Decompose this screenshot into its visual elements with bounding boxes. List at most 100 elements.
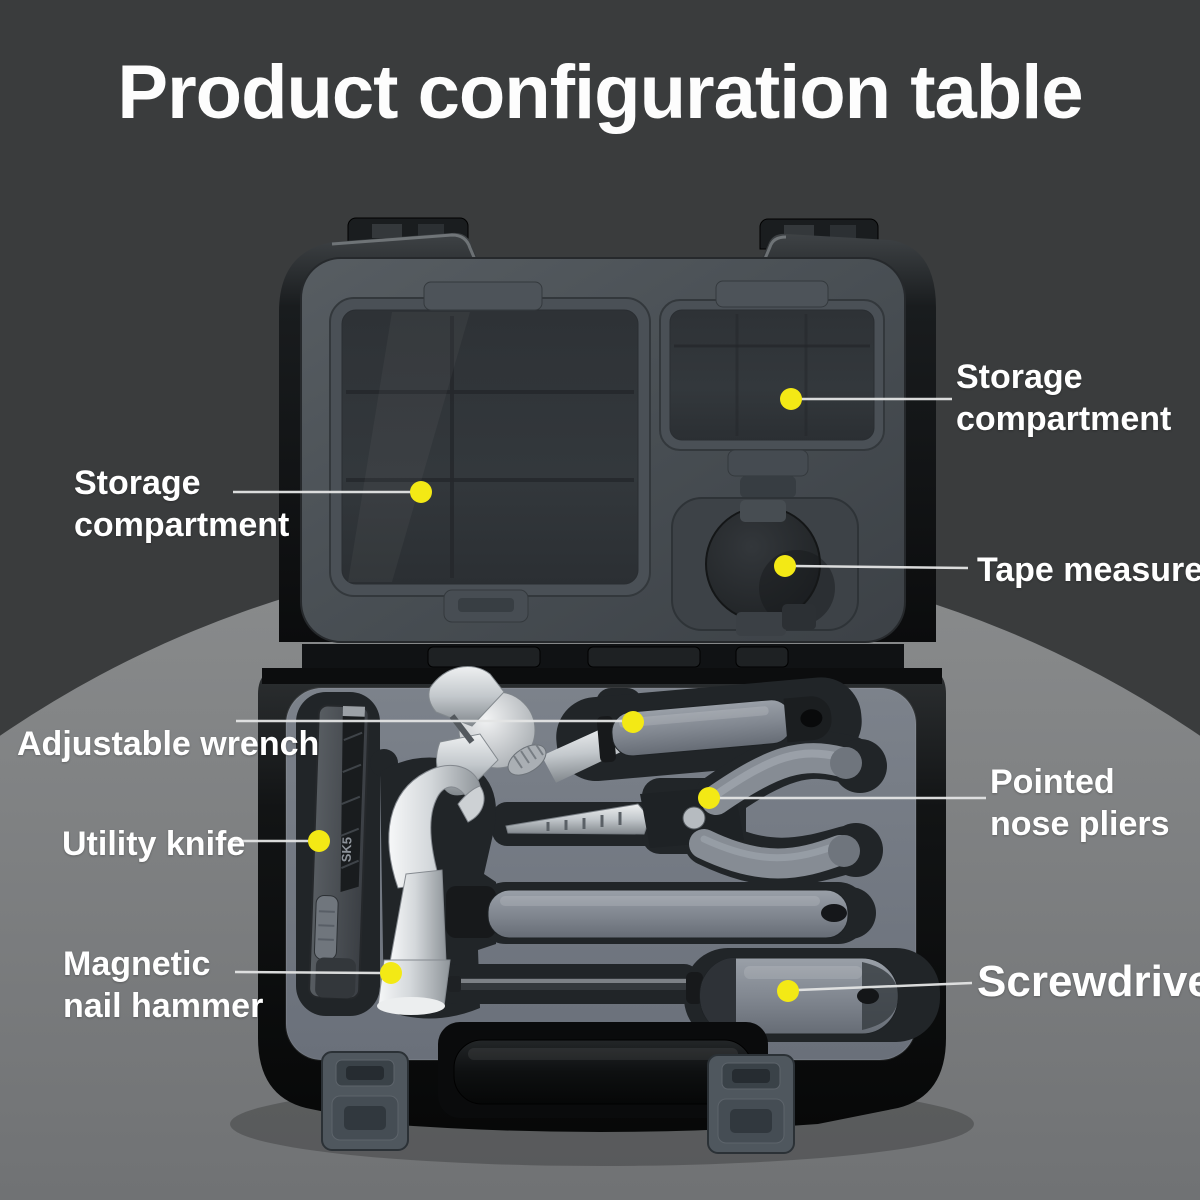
- grip-highlight: [744, 966, 862, 979]
- label-utility-knife: Utility knife: [62, 825, 246, 863]
- label-line: Pointed: [990, 763, 1115, 801]
- grip-highlight: [500, 896, 820, 906]
- label-line: nose pliers: [990, 805, 1170, 843]
- knife-blade-tip: [342, 706, 366, 717]
- callout-dot-screwdriver: [777, 980, 799, 1002]
- storage-compartment-small: [659, 280, 885, 498]
- screwdriver-collar: [686, 972, 703, 1004]
- utility-knife: SK5: [308, 704, 370, 1000]
- detail: [730, 1109, 772, 1133]
- detail: [317, 938, 334, 941]
- toolbox-lid: [279, 217, 936, 643]
- knife-blade-channel: [340, 712, 365, 893]
- detail: [318, 924, 335, 927]
- pliers-handle-lower: [689, 829, 855, 879]
- detail: [782, 604, 816, 630]
- hinge-knuckle: [735, 646, 789, 668]
- hinge-knuckle: [427, 646, 541, 668]
- callout-dot-tape-measure: [774, 555, 796, 577]
- detail: [830, 225, 856, 239]
- screwdriver-tip: [448, 976, 461, 992]
- label-line: compartment: [74, 506, 290, 544]
- hammer-hang-hole: [821, 904, 847, 922]
- label-line: nail hammer: [63, 987, 264, 1025]
- detail: [513, 742, 544, 769]
- detail: [318, 910, 335, 913]
- compartment-latch-top: [715, 280, 829, 308]
- callout-dot-magnetic-hammer: [380, 962, 402, 984]
- label-magnetic-nail-hammer: Magnetic nail hammer: [63, 943, 263, 1027]
- label-line: compartment: [956, 400, 1172, 438]
- knife-blade-marking: SK5: [339, 837, 355, 863]
- adjustable-wrench: [428, 666, 832, 796]
- grip-highlight: [700, 835, 842, 862]
- pliers-handle-tip: [828, 835, 860, 867]
- wrench-fixed-jaw: [428, 666, 505, 727]
- detail: [340, 859, 360, 869]
- detail: [340, 827, 360, 837]
- pliers-pivot: [682, 806, 706, 830]
- case-latch-left: [321, 1051, 409, 1151]
- callout-dot-utility-knife: [308, 830, 330, 852]
- tape-clip-bottom: [736, 612, 786, 636]
- detail: [458, 598, 514, 612]
- case-hinge: [302, 644, 904, 670]
- label-tape-measure: Tape measure: [977, 551, 1200, 589]
- knife-slider: [313, 894, 339, 961]
- hammer-handle: [487, 889, 849, 939]
- callout-line-magnetic-hammer: [234, 970, 381, 975]
- wrench-grip-collar: [596, 715, 617, 763]
- detail: [341, 795, 361, 805]
- label-line: Storage: [956, 358, 1083, 396]
- storage-compartment-large: [329, 281, 651, 623]
- detail: [342, 763, 362, 773]
- callout-line-screwdriver: [797, 981, 973, 992]
- case-latch-right: [707, 1054, 795, 1154]
- knife-end-cap: [315, 957, 356, 999]
- toolbox-tray: SK5: [258, 666, 946, 1154]
- hammer-collar: [446, 886, 496, 938]
- callout-dots: [308, 388, 802, 1002]
- label-storage-compartment-left: Storage compartment: [74, 462, 289, 546]
- callout-dot-pointed-pliers: [698, 787, 720, 809]
- glass-highlight: [348, 312, 470, 582]
- callout-dot-storage-left: [410, 481, 432, 503]
- label-storage-compartment-right: Storage compartment: [956, 356, 1171, 440]
- wrench-hang-hole: [800, 709, 823, 728]
- tape-measure: [671, 497, 859, 636]
- callout-lines: [233, 397, 986, 992]
- screwdriver-handle-rear: [862, 962, 898, 1030]
- tape-clip-top: [740, 500, 786, 522]
- detail: [732, 1069, 770, 1083]
- detail: [343, 731, 363, 741]
- compartment-latch-bottom: [727, 449, 809, 477]
- label-line: Storage: [74, 464, 201, 502]
- hammer-claw-prong: [457, 785, 485, 823]
- label-line: Magnetic: [63, 945, 211, 983]
- screwdriver-hang-hole: [857, 988, 879, 1004]
- case-handle: [438, 1022, 768, 1118]
- detail: [346, 1066, 384, 1080]
- hammer-face: [377, 997, 445, 1015]
- callout-line-tape-measure: [793, 564, 969, 570]
- detail: [344, 1106, 386, 1130]
- label-screwdriver: Screwdriver: [977, 957, 1200, 1006]
- pliers-serrations: [546, 812, 622, 831]
- tray-rim: [262, 668, 942, 684]
- screwdriver-handle-front: [700, 958, 736, 1034]
- compartment-latch-top: [423, 281, 543, 311]
- handle-gloss: [468, 1048, 738, 1060]
- screwdriver: [448, 957, 899, 1035]
- detail: [372, 224, 402, 238]
- grip-highlight: [712, 749, 844, 799]
- hinge-knuckle: [587, 646, 701, 668]
- callout-dot-storage-right: [780, 388, 802, 410]
- magnetic-nail-hammer: [377, 764, 849, 1015]
- label-pointed-nose-pliers: Pointed nose pliers: [990, 761, 1170, 845]
- compartment-lid: [669, 309, 875, 441]
- pliers-handle-tip: [830, 747, 862, 779]
- callout-dot-adjustable-wrench: [622, 711, 644, 733]
- pliers-handle-upper: [701, 743, 857, 815]
